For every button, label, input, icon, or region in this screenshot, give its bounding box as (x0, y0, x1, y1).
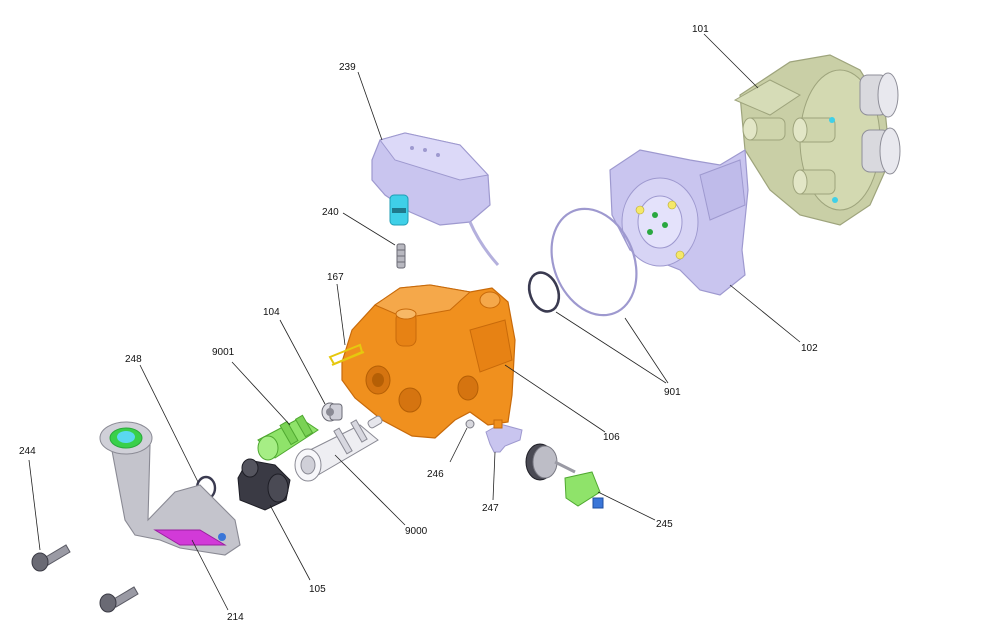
part-9001-green-valve (257, 414, 319, 461)
part-245-flow-switch (525, 443, 604, 509)
label-101: 101 (692, 24, 709, 35)
label-901: 901 (664, 387, 681, 398)
part-244-screws (31, 544, 139, 613)
label-214: 214 (227, 612, 244, 623)
part-102-pump-head (609, 148, 749, 296)
leader-lines (28, 33, 801, 611)
label-167: 167 (327, 272, 344, 283)
part-901-o-rings (527, 207, 638, 317)
part-239-sensor-box (371, 132, 500, 267)
part-247-bracket (485, 419, 523, 453)
label-240: 240 (322, 207, 339, 218)
label-245: 245 (656, 519, 673, 530)
part-labels: 101 102 104 105 106 167 214 239 240 244 … (19, 24, 818, 623)
label-9000: 9000 (405, 526, 428, 537)
label-248: 248 (125, 354, 142, 365)
label-102: 102 (801, 343, 818, 354)
part-104-small-valve (321, 402, 343, 422)
part-214-inlet-elbow (99, 421, 241, 556)
label-246: 246 (427, 469, 444, 480)
part-106-orange-housing (341, 284, 516, 439)
label-104: 104 (263, 307, 280, 318)
label-244: 244 (19, 446, 36, 457)
part-105-dark-cap (237, 458, 291, 511)
label-247: 247 (482, 503, 499, 514)
label-105: 105 (309, 584, 326, 595)
label-106: 106 (603, 432, 620, 443)
part-246-ball (465, 419, 475, 429)
part-240-spring (396, 243, 406, 269)
part-9000-white-valve (294, 415, 383, 482)
label-9001: 9001 (212, 347, 235, 358)
part-167-yellow-clip (328, 343, 365, 366)
part-101-rear-block (733, 54, 901, 226)
label-239: 239 (339, 62, 356, 73)
